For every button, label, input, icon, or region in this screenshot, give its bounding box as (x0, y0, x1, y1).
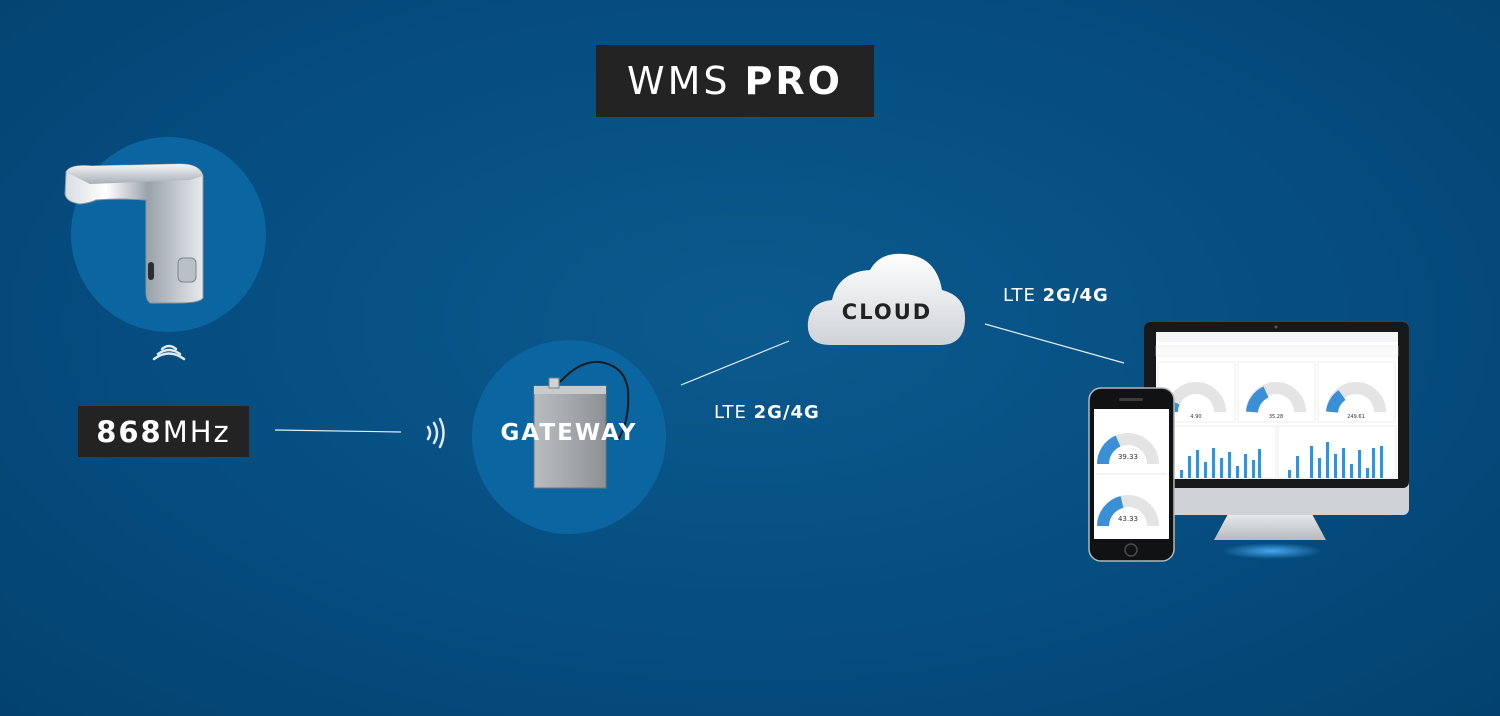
frequency-value: 868 (96, 414, 163, 449)
cloud-label: CLOUD (841, 300, 933, 324)
gateway-label: GATEWAY (500, 420, 638, 446)
frequency-unit: MHz (162, 414, 231, 449)
wireless-signal-icon (152, 344, 186, 361)
cloud-icon (807, 253, 966, 345)
title-bold: PRO (744, 59, 843, 103)
page-title: WMS PRO (596, 45, 874, 117)
connector-line-radio (274, 429, 402, 433)
phone-gauge-value-2: 43.33 (1118, 515, 1138, 523)
wireless-signal-icon (426, 417, 445, 449)
lte-value: 2G/4G (1042, 285, 1109, 306)
lte-label-gateway-cloud: LTE 2G/4G (714, 402, 820, 423)
faucet-icon (64, 163, 204, 304)
gateway-box-icon (533, 360, 630, 489)
connector-line-lte-2 (984, 323, 1125, 364)
lte-label-cloud-devices: LTE 2G/4G (1003, 285, 1109, 306)
lte-prefix: LTE (714, 402, 747, 423)
connector-line-lte-1 (680, 340, 790, 386)
frequency-label: 868 MHz (78, 406, 249, 457)
lte-prefix: LTE (1003, 285, 1036, 306)
monitor-gauge-value-1: 4.90 (1190, 414, 1201, 420)
title-light: WMS (627, 59, 731, 103)
smartphone-icon (1088, 387, 1175, 562)
monitor-gauge-value-3: 249.61 (1347, 414, 1365, 420)
monitor-gauge-value-2: 35.28 (1269, 414, 1283, 420)
lte-value: 2G/4G (753, 402, 820, 423)
monitor-icon (1144, 322, 1409, 559)
phone-gauge-value-1: 39.33 (1118, 453, 1138, 461)
